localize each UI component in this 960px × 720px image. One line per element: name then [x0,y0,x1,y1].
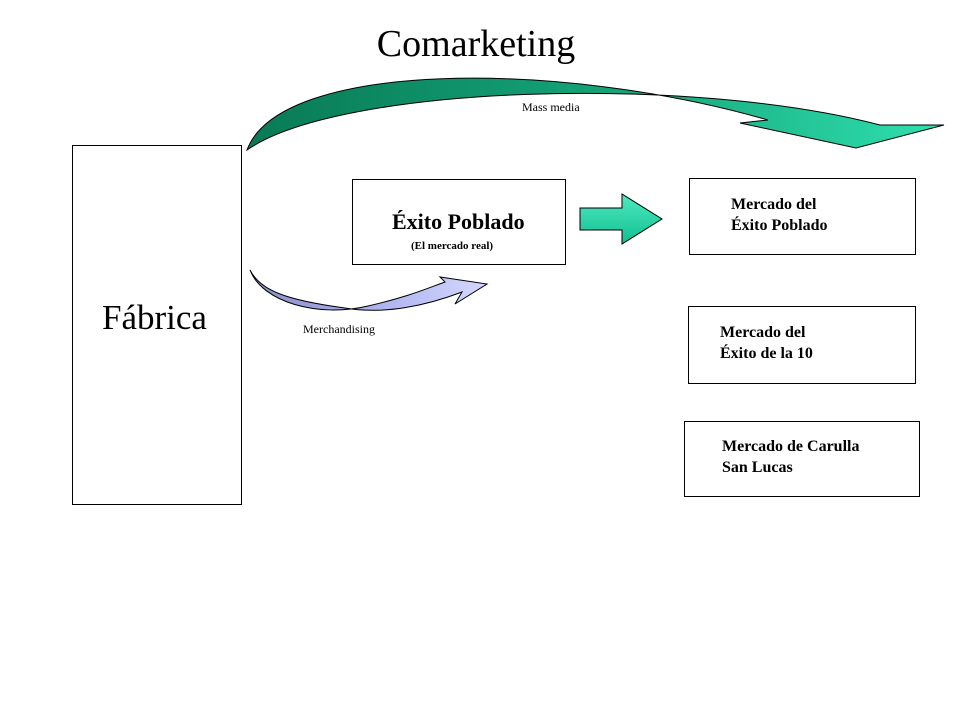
exito-poblado-subtitle: (El mercado real) [411,240,494,252]
mass-media-label: Mass media [522,100,580,114]
market-line1: Mercado del [731,196,817,213]
exito-poblado-box [352,179,566,265]
market-line2: Éxito de la 10 [720,345,813,362]
market-label-carulla: Mercado de Carulla San Lucas [722,436,859,478]
exito-poblado-title: Éxito Poblado [392,209,525,234]
market-box-carulla [684,421,920,497]
merchandising-label: Merchandising [303,322,375,336]
market-box-exito-poblado [689,178,916,255]
market-label-exito-poblado: Mercado del Éxito Poblado [731,194,827,236]
market-line1: Mercado del [720,324,806,341]
fabrica-label: Fábrica [102,298,207,337]
market-label-exito-10: Mercado del Éxito de la 10 [720,322,813,364]
market-line1: Mercado de Carulla [722,438,860,455]
block-arrow [579,193,663,245]
market-box-exito-10 [688,306,916,384]
market-line2: San Lucas [722,459,793,476]
diagram-title: Comarketing [376,23,576,65]
mass-media-arrow [245,77,945,152]
fabrica-box [72,145,242,505]
merchandising-arrow [249,269,489,311]
market-line2: Éxito Poblado [731,217,828,234]
